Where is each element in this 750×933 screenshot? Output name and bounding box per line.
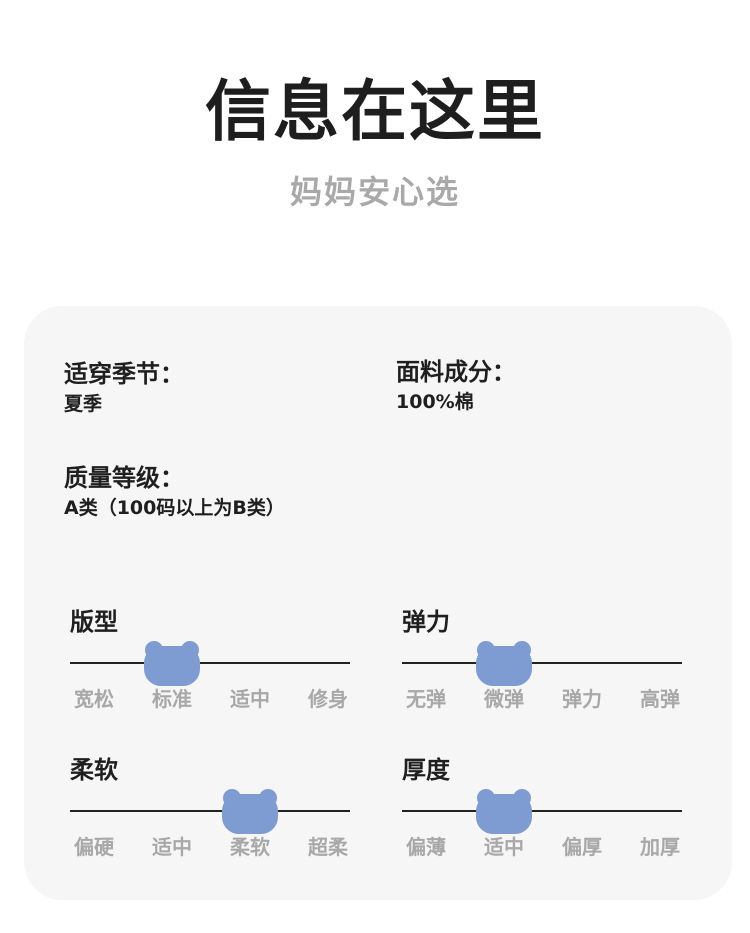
bear-head-icon[interactable] — [143, 639, 201, 687]
elasticity-option-high[interactable]: 高弹 — [640, 687, 680, 711]
thickness-option-thick[interactable]: 偏厚 — [562, 835, 602, 859]
fabric-info: 面料成分： 100%棉 — [396, 356, 516, 416]
fit-scale-track — [70, 662, 350, 664]
thickness-option-extra-thick[interactable]: 加厚 — [640, 835, 680, 859]
fit-option-slim[interactable]: 修身 — [308, 687, 348, 711]
bear-head-icon[interactable] — [475, 787, 533, 835]
info-card: 适穿季节： 夏季 面料成分： 100%棉 质量等级： A类（100码以上为B类）… — [24, 306, 732, 900]
elasticity-option-slight[interactable]: 微弹 — [484, 687, 524, 711]
bear-head-icon[interactable] — [475, 639, 533, 687]
fit-scale-options: 宽松 标准 适中 修身 — [70, 684, 350, 714]
elasticity-option-none[interactable]: 无弹 — [406, 687, 446, 711]
thickness-scale-track — [402, 810, 682, 812]
thickness-scale-title: 厚度 — [402, 756, 450, 784]
elasticity-option-elastic[interactable]: 弹力 — [562, 687, 602, 711]
page-subtitle: 妈妈安心选 — [289, 173, 460, 211]
thickness-scale-options: 偏薄 适中 偏厚 加厚 — [402, 832, 682, 862]
season-value: 夏季 — [64, 393, 103, 415]
fit-scale: 版型 宽松 标准 适中 修身 — [70, 606, 350, 716]
fabric-value: 100%棉 — [396, 391, 474, 413]
softness-option-moderate[interactable]: 适中 — [152, 835, 192, 859]
fit-option-standard[interactable]: 标准 — [152, 687, 192, 711]
bear-head-icon[interactable] — [221, 787, 279, 835]
season-info: 适穿季节： 夏季 — [64, 358, 184, 418]
elasticity-scale-options: 无弹 微弹 弹力 高弹 — [402, 684, 682, 714]
softness-option-hard[interactable]: 偏硬 — [74, 835, 114, 859]
elasticity-scale-title: 弹力 — [402, 608, 450, 636]
thickness-option-thin[interactable]: 偏薄 — [406, 835, 446, 859]
fit-scale-title: 版型 — [70, 608, 118, 636]
elasticity-scale: 弹力 无弹 微弹 弹力 高弹 — [402, 606, 682, 716]
softness-scale: 柔软 偏硬 适中 柔软 超柔 — [70, 754, 350, 864]
softness-option-soft[interactable]: 柔软 — [230, 835, 270, 859]
softness-scale-track — [70, 810, 350, 812]
softness-scale-title: 柔软 — [70, 756, 118, 784]
fit-option-moderate[interactable]: 适中 — [230, 687, 270, 711]
grade-info: 质量等级： A类（100码以上为B类） — [64, 462, 285, 522]
softness-scale-options: 偏硬 适中 柔软 超柔 — [70, 832, 350, 862]
grade-value: A类（100码以上为B类） — [64, 497, 285, 519]
fit-option-loose[interactable]: 宽松 — [74, 687, 114, 711]
elasticity-scale-track — [402, 662, 682, 664]
fabric-label: 面料成分： — [396, 358, 516, 386]
thickness-scale: 厚度 偏薄 适中 偏厚 加厚 — [402, 754, 682, 864]
page-title: 信息在这里 — [205, 73, 545, 150]
softness-option-extra-soft[interactable]: 超柔 — [308, 835, 348, 859]
grade-label: 质量等级： — [64, 464, 184, 492]
season-label: 适穿季节： — [64, 360, 184, 388]
thickness-option-moderate[interactable]: 适中 — [484, 835, 524, 859]
